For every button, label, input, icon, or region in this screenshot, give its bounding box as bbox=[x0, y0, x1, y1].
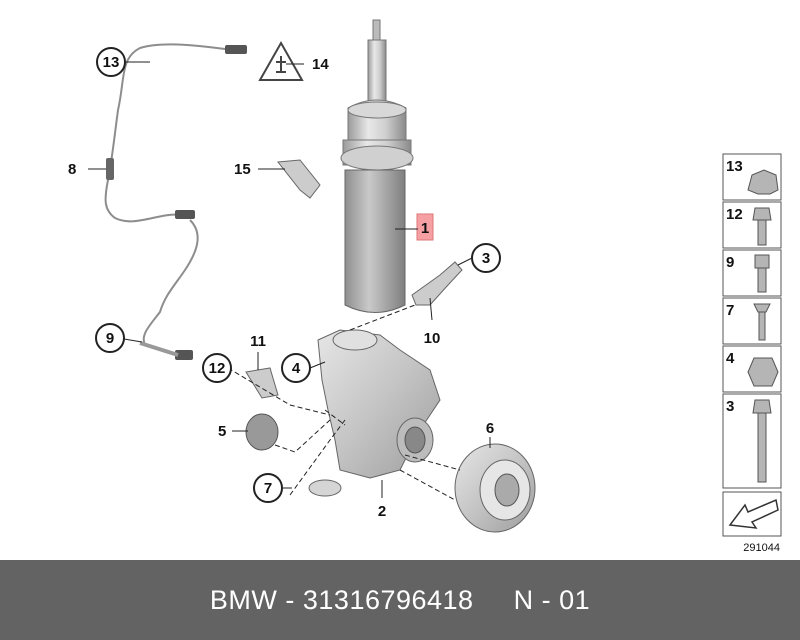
svg-text:11: 11 bbox=[250, 333, 266, 350]
callout-5[interactable]: 5 bbox=[218, 423, 226, 440]
exploded-parts-diagram: 13 14 8 15 1 3 10 9 11 4 12 5 6 7 2 13 1… bbox=[68, 19, 782, 554]
callout-14[interactable]: 14 bbox=[312, 56, 329, 73]
callout-11[interactable]: 11 bbox=[250, 333, 266, 350]
svg-text:9: 9 bbox=[106, 330, 114, 347]
svg-text:5: 5 bbox=[218, 423, 226, 440]
bracket-15 bbox=[277, 159, 321, 199]
brand-label: BMW bbox=[209, 584, 278, 615]
electrical-warning-icon bbox=[258, 40, 304, 81]
fastener-legend: 13 12 9 7 4 3 bbox=[722, 153, 782, 554]
callout-9[interactable]: 9 bbox=[95, 323, 125, 353]
legend-item-3[interactable]: 3 bbox=[722, 393, 782, 489]
svg-text:9: 9 bbox=[726, 254, 734, 271]
flange-nut-icon bbox=[747, 357, 779, 387]
svg-text:6: 6 bbox=[486, 420, 494, 437]
separator: - bbox=[285, 584, 295, 615]
callout-12[interactable]: 12 bbox=[202, 353, 232, 383]
bracket-3 bbox=[411, 261, 463, 306]
svg-text:15: 15 bbox=[234, 161, 251, 178]
callout-8[interactable]: 8 bbox=[68, 161, 76, 178]
steering-knuckle bbox=[308, 329, 441, 497]
svg-text:4: 4 bbox=[726, 350, 735, 367]
legend-arrow-box bbox=[722, 491, 782, 537]
callout-1[interactable]: 1 bbox=[421, 220, 429, 237]
svg-text:13: 13 bbox=[103, 54, 120, 71]
svg-text:4: 4 bbox=[292, 360, 301, 377]
svg-text:3: 3 bbox=[482, 250, 490, 267]
svg-text:7: 7 bbox=[264, 480, 272, 497]
svg-text:2: 2 bbox=[378, 503, 386, 520]
callout-15[interactable]: 15 bbox=[234, 161, 251, 178]
svg-text:12: 12 bbox=[726, 206, 743, 223]
leader-lines bbox=[88, 61, 491, 501]
torx-screw-icon bbox=[753, 303, 771, 341]
svg-text:12: 12 bbox=[209, 360, 226, 377]
shock-absorber-highlight bbox=[416, 213, 434, 241]
callout-13[interactable]: 13 bbox=[96, 47, 126, 77]
svg-text:7: 7 bbox=[726, 302, 734, 319]
abs-sensor-cable bbox=[104, 43, 233, 346]
callout-6[interactable]: 6 bbox=[486, 420, 494, 437]
callout-4[interactable]: 4 bbox=[281, 353, 311, 383]
svg-text:10: 10 bbox=[424, 330, 441, 347]
position-code: N - 01 bbox=[513, 584, 591, 615]
svg-text:1: 1 bbox=[421, 220, 429, 237]
bracket-11 bbox=[245, 367, 279, 399]
hex-bolt-short-icon bbox=[752, 207, 772, 246]
clip-13-icon bbox=[747, 169, 779, 195]
svg-text:3: 3 bbox=[726, 398, 734, 415]
drawing-code: 291044 bbox=[743, 542, 780, 554]
callout-7[interactable]: 7 bbox=[253, 473, 283, 503]
hex-bolt-long-icon bbox=[752, 399, 772, 483]
wheel-hub bbox=[454, 443, 536, 533]
svg-text:14: 14 bbox=[312, 56, 329, 73]
legend-item-13[interactable]: 13 bbox=[722, 153, 782, 201]
dust-shield bbox=[245, 413, 279, 451]
svg-text:13: 13 bbox=[726, 158, 743, 175]
callout-2[interactable]: 2 bbox=[378, 503, 386, 520]
legend-item-9[interactable]: 9 bbox=[722, 249, 782, 297]
part-number: 31316796418 bbox=[302, 584, 474, 615]
socket-screw-icon bbox=[754, 254, 770, 293]
legend-item-4[interactable]: 4 bbox=[722, 345, 782, 393]
part-number-footer: BMW - 31316796418 N - 01 bbox=[0, 560, 800, 640]
svg-text:8: 8 bbox=[68, 161, 76, 178]
direction-arrow-icon bbox=[728, 498, 779, 529]
callout-10[interactable]: 10 bbox=[424, 330, 441, 347]
shock-absorber-strut bbox=[340, 19, 414, 313]
abs-cable-connector bbox=[106, 45, 247, 360]
legend-item-12[interactable]: 12 bbox=[722, 201, 782, 249]
callout-3[interactable]: 3 bbox=[471, 243, 501, 273]
legend-item-7[interactable]: 7 bbox=[722, 297, 782, 345]
